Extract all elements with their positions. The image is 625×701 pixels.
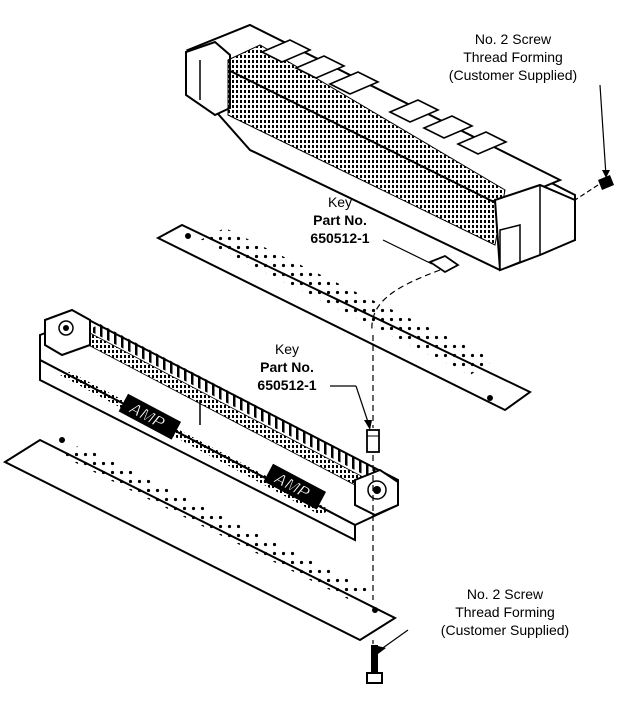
- bottom-key-icon: [330, 335, 380, 600]
- callout-top-key-line3: 650512-1: [310, 230, 370, 246]
- callout-bottom-key-line2: Part No.: [260, 359, 314, 375]
- top-circuit-board: [155, 223, 532, 412]
- callout-bottom-key-line1: Key: [274, 341, 300, 357]
- callout-bottom-screw-line1: No. 2 Screw: [466, 586, 544, 602]
- callout-top-screw: No. 2 Screw Thread Forming (Customer Sup…: [418, 30, 608, 84]
- callout-bottom-key: Key Part No. 650512-1: [232, 340, 342, 394]
- top-screw-icon: [574, 84, 614, 201]
- bottom-connector: AMP AMP: [39, 308, 399, 542]
- callout-top-screw-line2: Thread Forming: [463, 49, 563, 65]
- callout-bottom-screw: No. 2 Screw Thread Forming (Customer Sup…: [410, 585, 600, 639]
- bottom-screw-icon: [366, 629, 409, 684]
- callout-top-screw-line1: No. 2 Screw: [474, 31, 552, 47]
- callout-top-screw-line3: (Customer Supplied): [448, 67, 578, 83]
- callout-top-key: Key Part No. 650512-1: [285, 193, 395, 247]
- top-connector: [185, 23, 576, 272]
- callout-top-key-line2: Part No.: [313, 212, 367, 228]
- callout-bottom-key-line3: 650512-1: [257, 377, 317, 393]
- callout-top-key-line1: Key: [327, 194, 353, 210]
- callout-bottom-screw-line3: (Customer Supplied): [440, 622, 570, 638]
- bottom-circuit-board: [2, 437, 398, 642]
- top-key-icon: [371, 239, 460, 331]
- callout-bottom-screw-line2: Thread Forming: [455, 604, 555, 620]
